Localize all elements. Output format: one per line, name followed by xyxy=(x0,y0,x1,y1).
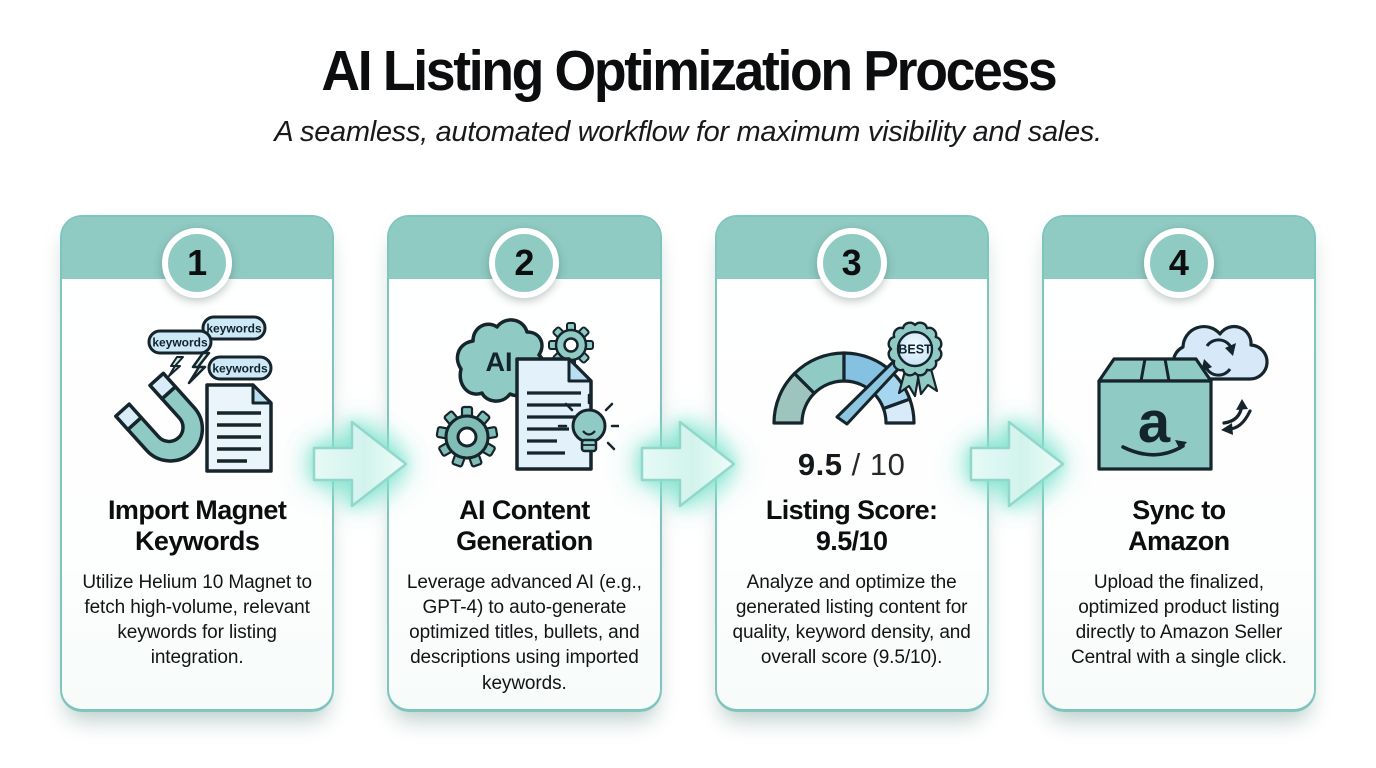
gear-icon xyxy=(436,405,499,468)
step-description: Upload the finalized, optimized product … xyxy=(1070,571,1287,669)
step-description: Leverage advanced AI (e.g., GPT-4) to au… xyxy=(406,571,642,694)
keywords-pill: keywords xyxy=(207,355,273,381)
score-max: / 10 xyxy=(842,447,906,482)
magnet-keywords-icon: keywords keywords keywords xyxy=(114,315,273,473)
page-subtitle: A seamless, automated workflow for maxim… xyxy=(274,115,1102,148)
svg-text:keywords: keywords xyxy=(212,362,268,376)
ai-brain-document-icon: AI xyxy=(436,318,620,471)
step-title: AI Content Generation xyxy=(456,495,593,556)
exchange-arrows-icon xyxy=(1220,399,1252,435)
flow-arrow-icon xyxy=(969,420,1065,508)
score-readout: 9.5 / 10 xyxy=(798,447,905,483)
svg-text:keywords: keywords xyxy=(152,336,208,350)
page-header: AI Listing Optimization Process A seamle… xyxy=(0,39,1376,149)
lightbulb-icon xyxy=(558,393,620,453)
document-icon xyxy=(515,357,594,471)
flow-arrow-icon xyxy=(312,420,408,508)
page-title: AI Listing Optimization Process xyxy=(321,39,1057,103)
keywords-pill: keywords xyxy=(201,315,267,341)
score-value: 9.5 xyxy=(797,447,843,482)
svg-text:keywords: keywords xyxy=(206,322,262,336)
step-title: Listing Score: 9.5/10 xyxy=(765,495,938,556)
flow-arrow-icon xyxy=(640,420,736,508)
svg-text:a: a xyxy=(1138,390,1171,455)
document-icon xyxy=(205,383,273,473)
icon-area: BEST 9.5 / 10 xyxy=(717,297,987,489)
step-description: Utilize Helium 10 Magnet to fetch high-v… xyxy=(82,571,312,669)
svg-text:BEST: BEST xyxy=(898,343,932,357)
icon-area: a xyxy=(1044,297,1314,489)
icon-area: AI xyxy=(389,297,659,489)
step-title: Sync to Amazon xyxy=(1128,495,1230,556)
amazon-box-icon: a xyxy=(1097,357,1213,471)
step-number-badge: 4 xyxy=(1143,228,1214,298)
icon-area: keywords keywords keywords xyxy=(62,297,332,489)
amazon-sync-icon: a xyxy=(1097,324,1269,471)
step-number-badge: 1 xyxy=(162,228,233,298)
step-number-badge: 3 xyxy=(816,228,887,298)
magnet-icon xyxy=(114,371,205,463)
score-gauge-icon: BEST xyxy=(772,321,943,426)
best-badge-icon: BEST xyxy=(887,321,943,398)
step-number-badge: 2 xyxy=(489,228,560,298)
svg-text:AI: AI xyxy=(486,347,513,377)
keywords-pill: keywords xyxy=(147,329,213,355)
step-description: Analyze and optimize the generated listi… xyxy=(732,571,971,669)
step-title: Import Magnet Keywords xyxy=(108,495,287,556)
